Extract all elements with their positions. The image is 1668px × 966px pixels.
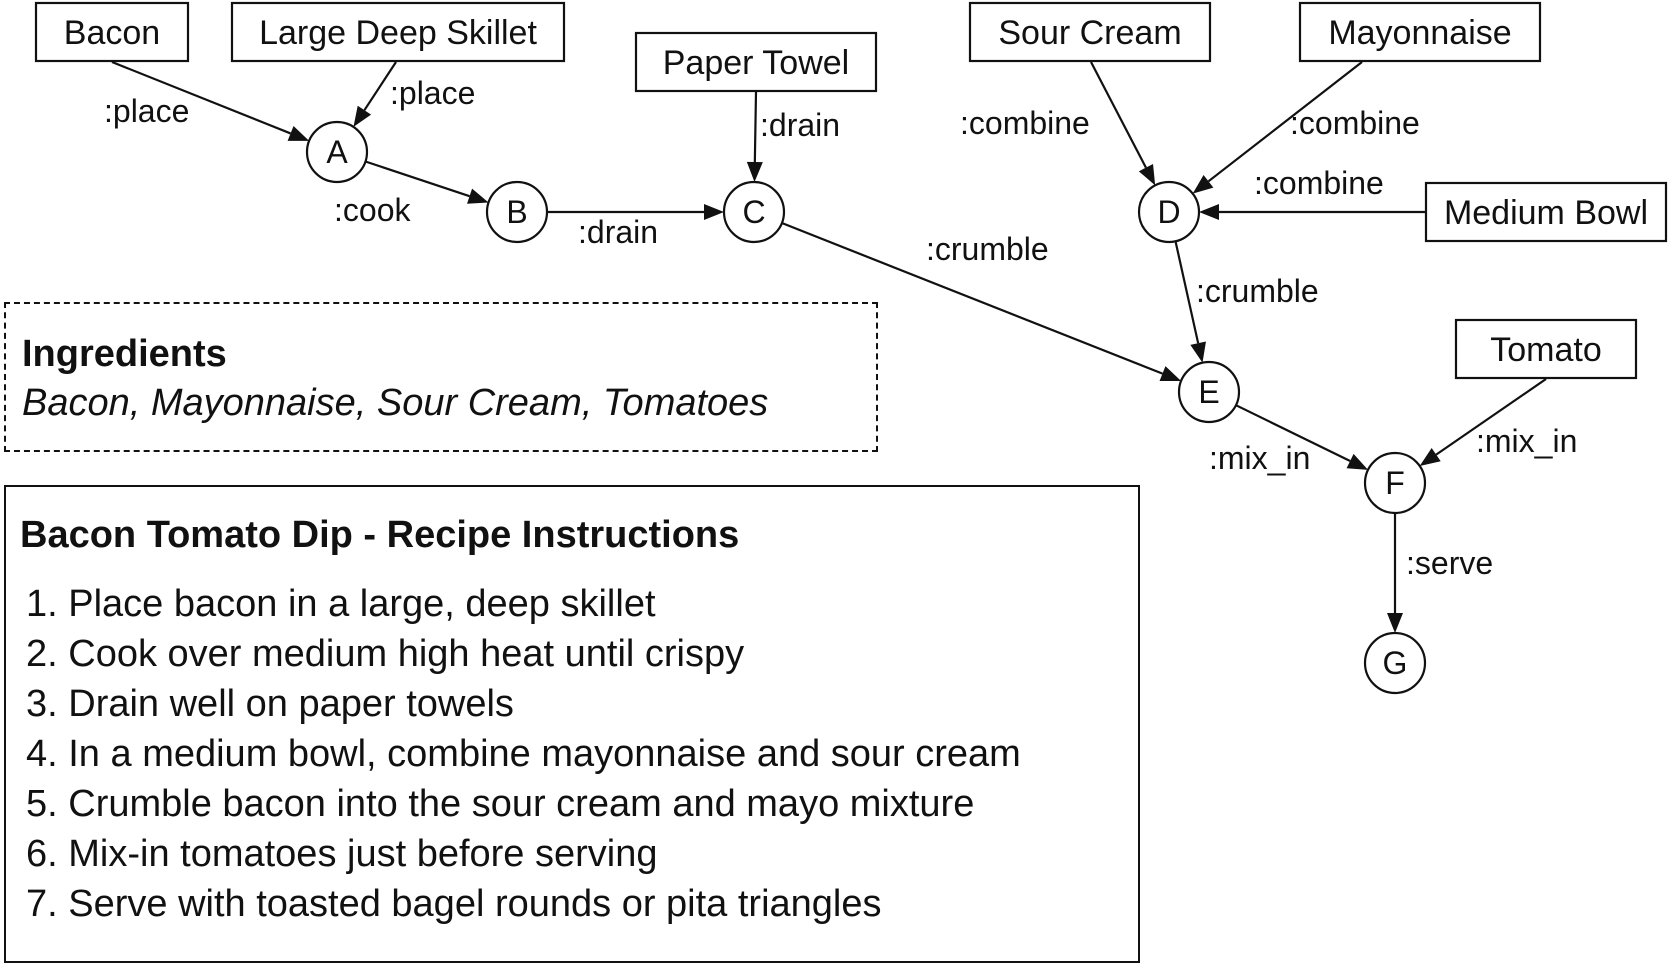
edge-A-to-b: :cook [334,160,489,228]
edges-layer: :place :place :cook :drain :drain :crumble :co… [104,60,1577,633]
edge-label: :combine [1290,105,1420,141]
node-g: G [1363,631,1427,695]
edge-label: :crumble [1196,273,1319,309]
edge-label: :cook [334,192,411,228]
edge-skillet-to-a: :place [353,61,475,127]
instructions-steps: 1. Place bacon in a large, deep skillet … [20,579,1138,929]
edge-bacon-to-a: :place [104,60,310,141]
box-label: Tomato [1490,331,1602,369]
edge-label: :place [390,75,475,111]
edge-mayonnaise-to-d: :combine [1192,61,1420,194]
instruction-step: 3. Drain well on paper towels [26,683,514,725]
instruction-step: 7. Serve with toasted bagel rounds or pi… [26,883,882,925]
instruction-step: 6. Mix-in tomatoes just before serving [26,833,658,875]
box-label: Sour Cream [998,14,1181,52]
box-label: Large Deep Skillet [259,14,537,52]
node-c: C [722,180,786,244]
instruction-step: 5. Crumble bacon into the sour cream and… [26,783,975,825]
node-label: G [1383,645,1408,681]
box-paper-towel: Paper Towel [634,31,878,93]
edge-B-to-c: :drain [547,204,724,250]
node-e: E [1177,360,1241,424]
instruction-step: 4. In a medium bowl, combine mayonnaise … [26,733,1021,775]
edge-F-to-g: :serve [1387,513,1493,633]
edge-sour-cream-to-d: :combine [960,61,1156,186]
instructions-panel: Bacon Tomato Dip - Recipe Instructions 1… [4,485,1140,963]
ingredients-title: Ingredients [22,333,227,375]
node-label: D [1157,194,1180,230]
box-sour-cream: Sour Cream [968,1,1212,63]
edge-D-to-e: :crumble [1174,241,1319,363]
instruction-step: 1. Place bacon in a large, deep skillet [26,583,656,625]
box-bacon: Bacon [34,1,190,63]
box-label: Bacon [64,14,160,52]
box-skillet: Large Deep Skillet [230,1,566,63]
node-a: A [305,120,369,184]
edge-C-to-e: :crumble [781,222,1182,382]
box-label: Medium Bowl [1444,194,1648,232]
box-tomato: Tomato [1454,318,1638,380]
instructions-title: Bacon Tomato Dip - Recipe Instructions [20,514,740,556]
node-label: E [1198,374,1219,410]
ingredients-list: Bacon, Mayonnaise, Sour Cream, Tomatoes [22,382,769,424]
ingredients-panel: Ingredients Bacon, Mayonnaise, Sour Crea… [4,302,878,452]
edge-E-to-f: :mix_in [1209,404,1369,476]
edge-paper-towel-to-c: :drain [746,91,840,183]
box-label: Mayonnaise [1328,14,1511,52]
box-label: Paper Towel [663,44,850,82]
node-label: F [1385,465,1405,501]
edge-label: :mix_in [1209,440,1310,476]
node-d: D [1137,180,1201,244]
box-medium-bowl: Medium Bowl [1424,181,1668,243]
edge-label: :combine [1254,165,1384,201]
node-label: B [506,194,527,230]
edge-label: :mix_in [1476,423,1577,459]
edge-label: :drain [578,214,658,250]
edge-label: :crumble [926,231,1049,267]
instruction-step: 2. Cook over medium high heat until cris… [26,633,745,675]
edge-label: :serve [1406,545,1493,581]
edge-label: :place [104,93,189,129]
edge-tomato-to-f: :mix_in [1419,378,1577,466]
node-label: A [326,134,348,170]
node-b: B [485,180,549,244]
edge-label: :drain [760,107,840,143]
node-label: C [742,194,765,230]
box-mayonnaise: Mayonnaise [1298,1,1542,63]
edge-label: :combine [960,105,1090,141]
edge-medium-bowl-to-d: :combine [1199,165,1426,220]
node-f: F [1363,451,1427,515]
